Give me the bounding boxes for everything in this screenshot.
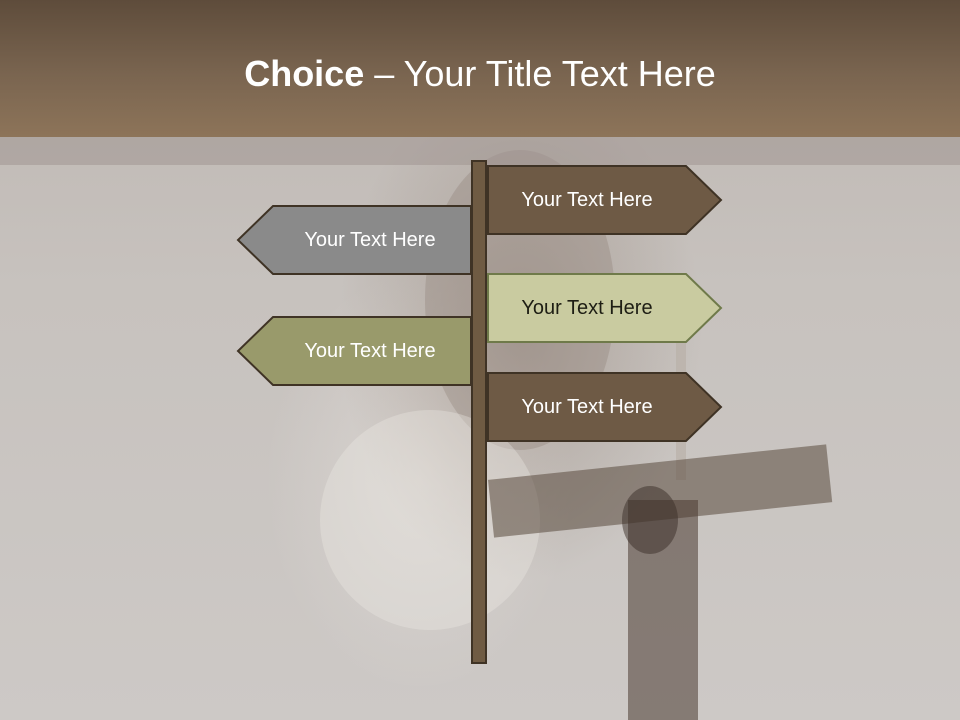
sign-3[interactable]: Your Text Here [487, 273, 723, 343]
sign-3-label: Your Text Here [521, 296, 653, 319]
sign-1-arrow [487, 165, 723, 235]
sign-4-shape [236, 316, 472, 386]
slide-title[interactable]: Choice – Your Title Text Here [0, 52, 960, 96]
sign-3-arrow [487, 273, 723, 343]
sign-5-shape [487, 372, 723, 442]
sign-3-shape [487, 273, 723, 343]
sign-2-label: Your Text Here [304, 228, 436, 251]
sign-1-label: Your Text Here [521, 188, 653, 211]
sign-5[interactable]: Your Text Here [487, 372, 723, 442]
sign-1-shape [487, 165, 723, 235]
title-bold: Choice [244, 53, 365, 94]
sign-2[interactable]: Your Text Here [236, 205, 472, 275]
sign-5-arrow [487, 372, 723, 442]
title-bar [0, 0, 960, 137]
sign-4-label: Your Text Here [304, 339, 436, 362]
title-rest: – Your Title Text Here [364, 53, 716, 94]
sign-1[interactable]: Your Text Here [487, 165, 723, 235]
sign-2-arrow [236, 205, 472, 275]
sign-5-label: Your Text Here [521, 395, 653, 418]
signpost-pole [471, 160, 487, 664]
sign-2-shape [236, 205, 472, 275]
sign-4-arrow [236, 316, 472, 386]
sign-4[interactable]: Your Text Here [236, 316, 472, 386]
